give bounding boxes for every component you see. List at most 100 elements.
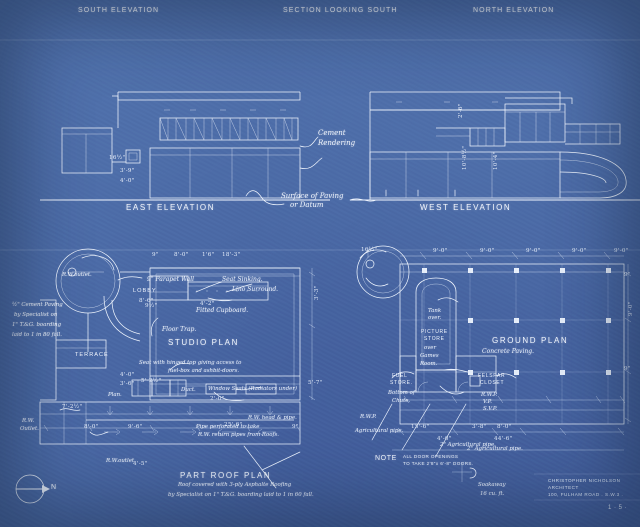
note-line3: TO TAKE 2'8"x 6'-8" DOORS. [403, 461, 474, 466]
room-label-picture-store-line2: STORE [424, 336, 445, 342]
dim-studio-3-6: 3'-6" [120, 381, 135, 387]
dim-studio-7-2half: 7'-2½" [62, 404, 83, 410]
dim-ground-top-5: 9'-0" [614, 248, 629, 254]
title-part-roof-plan: PART ROOF PLAN [180, 471, 272, 480]
room-label-felspar-closet-line2: CLOSET [480, 380, 505, 386]
dim-ground-top-3: 9'-0" [526, 248, 541, 254]
annotation-rw-head-pipe: R.W. head & pipe. [248, 415, 297, 421]
annotation-soakaway-line1: Soakaway [478, 482, 506, 488]
dim-studio-left-1: 8'-0" [84, 424, 99, 430]
dim-ground-right-3: 9" [624, 366, 631, 372]
dim-elevation-16half: 16½" [109, 155, 126, 161]
title-east-elevation: EAST ELEVATION [126, 203, 216, 212]
dim-ground-left-top: 16½" [361, 247, 378, 253]
title-section-looking-south: SECTION LOOKING SOUTH [283, 7, 398, 14]
annotation-duct: Duct. [181, 387, 196, 393]
room-label-terrace: TERRACE [75, 352, 109, 358]
annotation-tank-over-line2: over. [428, 315, 442, 321]
studio-plan-drawing [39, 248, 316, 445]
dim-studio-top-3: 1'6" [202, 252, 215, 258]
annotation-concrete-paving: Concrete Paving. [482, 348, 534, 355]
dim-ground-top-4: 9'-0" [572, 248, 587, 254]
dim-studio-right-vertical: 3'-3" [314, 285, 320, 300]
title-south-elevation: SOUTH ELEVATION [78, 7, 160, 14]
dim-elevation-2-6: 2'-6" [458, 103, 464, 118]
dim-studio-4-2: 4'-2" [200, 301, 215, 307]
annotation-cement-paving-line3: 1" T.&G. boarding [12, 322, 62, 328]
dim-elevation-3-9: 3'-9" [120, 168, 135, 174]
dim-studio-4-0: 4'-0" [120, 372, 135, 378]
annotation-cement-paving-line4: laid to 1 in 80 fall. [12, 332, 62, 338]
dim-studio-top-4: 18'-3" [222, 252, 241, 258]
annotation-roof-spec-line1: Roof covered with 3-ply Asphalte Roofing [178, 482, 292, 488]
dim-elevation-4-0: 4'-0" [120, 178, 135, 184]
dim-ground-bottom-4: 8'-0" [497, 424, 512, 430]
dim-studio-5-2half: 5'-2½" [141, 378, 162, 384]
titleblock-architect-address: 100, FULHAM ROAD . S.W.3 . [548, 492, 624, 497]
annotation-agricultural-pipe-left: Agricultural pipe. [355, 428, 404, 434]
annotation-seat-hinged-line2: fuel-box and ashbit-doors. [168, 368, 240, 374]
annotation-fitted-cupboard: Fitted Cupboard. [196, 307, 249, 314]
annotation-parapet-wall: 9" Parapet Wall [147, 276, 195, 283]
annotation-surface-of-paving-line2: or Datum [290, 201, 324, 209]
title-studio-plan: STUDIO PLAN [168, 338, 239, 347]
dim-ground-right-2: 9'-0" [628, 301, 634, 316]
annotation-agricultural-pipe-right: 2" Agricultural pipe. [467, 446, 523, 452]
north-elevation-drawing [349, 91, 640, 202]
dim-studio-bottom-2: 25'-6" [224, 422, 243, 428]
north-arrow-icon [15, 474, 50, 504]
room-dim-lobby: 8'-6" [139, 298, 154, 304]
dim-studio-top-2: 8'-0" [174, 252, 189, 258]
dim-ground-top-2: 9'-0" [480, 248, 495, 254]
annotation-over-games-line3: Room. [420, 361, 438, 367]
annotation-rw-outlet-roofplan: R.W.outlet. [106, 458, 136, 464]
annotation-over-games-line2: Games [420, 353, 439, 359]
annotation-pipe-perforated-line1: Pipe perforated to take [196, 424, 260, 430]
dim-ground-bottom-1: 15'-6" [411, 424, 430, 430]
annotation-rwp-left: R.W.P. [360, 414, 377, 420]
annotation-tank-over-line1: Tank [428, 308, 442, 314]
annotation-cement-rendering-line1: Cement [318, 129, 346, 137]
annotation-bottom-of-chute-line2: Chute. [392, 398, 411, 404]
note-line2: ALL DOOR OPENINGS [403, 454, 459, 459]
annotation-surface-of-paving-line1: Surface of Paving [281, 192, 344, 200]
dim-studio-4-5: 4'-5" [133, 461, 148, 467]
dim-ground-bottom-5: 44'-6" [494, 436, 513, 442]
dim-ground-top-1: 9'-0" [433, 248, 448, 254]
titleblock-drawing-number: 1 · 5 · [608, 505, 628, 511]
annotation-rw-outlet-roof: R.W.outlet. [62, 272, 92, 278]
annotation-agricultural-pipe-mid: 2" Agricultural pipe. [440, 442, 496, 448]
dim-ground-bottom-3: 3'-8" [472, 424, 487, 430]
dim-studio-bottom-3: 9" [292, 424, 299, 430]
room-label-fuel-store-line2: STORE. [390, 380, 413, 386]
dim-elevation-10-8: 10'-8½" [462, 145, 468, 170]
room-label-felspar-closet-line1: FELSPAR [478, 373, 506, 379]
ground-plan-drawing [243, 245, 632, 489]
dim-studio-2-0: 2'-0" [210, 396, 225, 402]
annotation-rw-outlet-line2: Outlet. [20, 426, 39, 432]
room-label-picture-store-line1: PICTURE [421, 329, 448, 335]
note-heading: NOTE [375, 455, 397, 462]
annotation-cement-rendering-line2: Rendering [318, 139, 356, 147]
annotation-rw-outlet-line1: R.W. [22, 418, 35, 424]
annotation-cement-paving-line2: by Specialist on [14, 312, 58, 318]
dim-ground-right-1: 9" [624, 272, 631, 278]
annotation-bottom-of-chute-line1: Bottom of [388, 390, 415, 396]
title-west-elevation: WEST ELEVATION [420, 203, 512, 212]
dim-ground-bottom-2: 4'-0" [437, 436, 452, 442]
dim-studio-top-1: 9" [152, 252, 159, 258]
annotation-seat-hinged-line1: Seat with hinged top giving access to [139, 360, 242, 366]
room-label-lobby: LOBBY [133, 288, 157, 294]
dim-studio-left-2: 9'-6" [128, 424, 143, 430]
south-elevation-drawing [40, 91, 330, 206]
title-north-elevation: NORTH ELEVATION [473, 7, 555, 14]
annotation-seat-sinking: Seat Sinking. [222, 276, 263, 283]
annotation-rwp: R.W.P. [481, 392, 498, 398]
room-label-fuel-store-line1: FUEL [392, 373, 408, 379]
annotation-over-games-line1: over [424, 345, 437, 351]
annotation-cement-paving-line1: ½" Cement Paving [12, 302, 63, 308]
annotation-plan-note: Plan. [108, 392, 122, 398]
annotation-window-seats: Window Seats (Radiators under) [208, 386, 298, 392]
